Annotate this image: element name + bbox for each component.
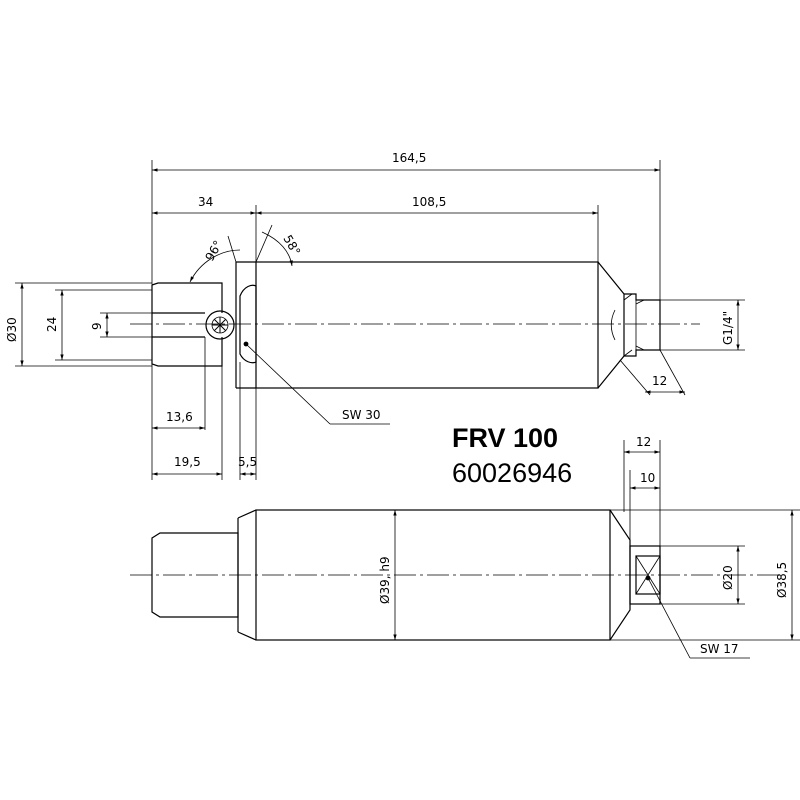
dim-body-length: 108,5 bbox=[412, 195, 446, 209]
dim-angle-right: 58° bbox=[280, 233, 303, 258]
model-title: FRV 100 bbox=[452, 423, 558, 453]
dim-slot-width: 9 bbox=[90, 322, 104, 330]
sw17-leader bbox=[645, 575, 750, 659]
ball-star-icon bbox=[212, 317, 228, 333]
dim-body-dia: Ø39, h9 bbox=[378, 556, 392, 604]
nozzle-tip-outline bbox=[151, 282, 223, 367]
dim-overall-length: 164,5 bbox=[392, 151, 426, 165]
dim-tip-mid-dia: 24 bbox=[45, 317, 59, 332]
dim-thread-length: 12 bbox=[652, 374, 667, 388]
callout-sw17: SW 17 bbox=[700, 642, 739, 656]
sw30-leader bbox=[243, 341, 390, 425]
top-view: Ø39, h9 Ø38,5 Ø20 12 10 SW 17 bbox=[130, 435, 800, 659]
dim-13-6: 13,6 bbox=[166, 410, 193, 424]
valve-ball bbox=[205, 310, 235, 340]
dim-5-5: 5,5 bbox=[238, 455, 257, 469]
side-view: 164,5 34 108,5 96° 58° Ø30 24 9 G1/4" 12… bbox=[5, 151, 745, 480]
dim-angle-left: 96° bbox=[202, 238, 225, 263]
dim-outer-dia: Ø38,5 bbox=[775, 562, 789, 598]
dim-hex-dia: Ø20 bbox=[721, 565, 735, 590]
top-body bbox=[255, 509, 611, 641]
dim-hex-length-10: 10 bbox=[640, 471, 655, 485]
part-number: 60026946 bbox=[452, 458, 572, 488]
side-body bbox=[255, 261, 599, 389]
callout-sw30: SW 30 bbox=[342, 408, 381, 422]
dim-19-5: 19,5 bbox=[174, 455, 201, 469]
dim-tip-length: 34 bbox=[198, 195, 213, 209]
dim-hex-length-12: 12 bbox=[636, 435, 651, 449]
dim-thread: G1/4" bbox=[721, 311, 735, 345]
dim-tip-outer-dia: Ø30 bbox=[5, 317, 19, 342]
